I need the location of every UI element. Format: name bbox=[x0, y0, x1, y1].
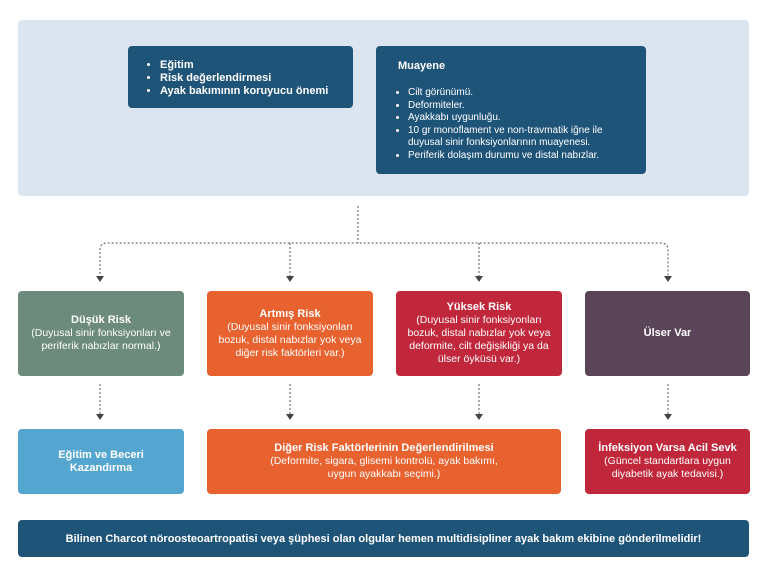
other-risk-factors-title: Diğer Risk Faktörlerinin Değerlendirilme… bbox=[274, 442, 494, 454]
examination-box: Muayene Cilt görünümü. Deformiteler. Aya… bbox=[376, 46, 646, 174]
education-skill-title: Eğitim ve Beceri Kazandırma bbox=[58, 448, 144, 474]
arrow-head bbox=[475, 276, 483, 282]
arrow-head bbox=[96, 414, 104, 420]
education-list: Eğitim Risk değerlendirmesi Ayak bakımın… bbox=[146, 59, 341, 98]
education-item: Ayak bakımının koruyucu önemi bbox=[160, 85, 341, 98]
arrow-head bbox=[96, 276, 104, 282]
increased-risk-description: (Duyusal sinir fonksiyonları bozuk, dist… bbox=[218, 320, 362, 359]
examination-item: Deformiteler. bbox=[408, 100, 632, 113]
examination-item: 10 gr monoflament ve non-travmatik iğne … bbox=[408, 125, 632, 150]
urgent-referral-description: (Güncel standartlara uygun diyabetik aya… bbox=[604, 455, 731, 480]
high-risk-box: Yüksek Risk (Duyusal sinir fonksiyonları… bbox=[396, 291, 562, 376]
examination-item: Ayakkabı uygunluğu. bbox=[408, 112, 632, 125]
high-risk-title: Yüksek Risk bbox=[446, 301, 512, 313]
other-risk-factors-box: Diğer Risk Faktörlerinin Değerlendirilme… bbox=[207, 429, 561, 494]
other-risk-factors-description: (Deformite, sigara, glisemi kontrolü, ay… bbox=[270, 455, 498, 480]
increased-risk-title: Artmış Risk bbox=[259, 307, 321, 320]
low-risk-title: Düşük Risk bbox=[71, 314, 131, 326]
charcot-referral-text: Bilinen Charcot nöroosteoartropatisi vey… bbox=[65, 532, 702, 545]
examination-title: Muayene bbox=[398, 60, 446, 72]
connector-branch bbox=[99, 242, 669, 278]
urgent-referral-title: İnfeksiyon Varsa Acil Sevk bbox=[598, 442, 737, 454]
increased-risk-box: Artmış Risk (Duyusal sinir fonksiyonları… bbox=[207, 291, 373, 376]
ulcer-box: Ülser Var bbox=[585, 291, 750, 376]
examination-item: Periferik dolaşım durumu ve distal nabız… bbox=[408, 150, 632, 163]
arrow-head bbox=[664, 276, 672, 282]
examination-list: Cilt görünümü. Deformiteler. Ayakkabı uy… bbox=[394, 87, 632, 162]
ulcer-title: Ülser Var bbox=[643, 327, 692, 339]
low-risk-box: Düşük Risk (Duyusal sinir fonksiyonları … bbox=[18, 291, 184, 376]
arrow-head bbox=[286, 276, 294, 282]
examination-item: Cilt görünümü. bbox=[408, 87, 632, 100]
arrow-head bbox=[475, 414, 483, 420]
urgent-referral-box: İnfeksiyon Varsa Acil Sevk (Güncel stand… bbox=[585, 429, 750, 494]
education-skill-box: Eğitim ve Beceri Kazandırma bbox=[18, 429, 184, 494]
education-box: Eğitim Risk değerlendirmesi Ayak bakımın… bbox=[128, 46, 353, 108]
education-item: Risk değerlendirmesi bbox=[160, 72, 341, 85]
arrow-head bbox=[664, 414, 672, 420]
arrow-head bbox=[286, 414, 294, 420]
education-item: Eğitim bbox=[160, 59, 341, 72]
low-risk-description: (Duyusal sinir fonksiyonları ve periferi… bbox=[31, 327, 171, 352]
charcot-referral-banner: Bilinen Charcot nöroosteoartropatisi vey… bbox=[18, 520, 749, 557]
high-risk-description: (Duyusal sinir fonksiyonları bozuk, dist… bbox=[407, 314, 551, 365]
